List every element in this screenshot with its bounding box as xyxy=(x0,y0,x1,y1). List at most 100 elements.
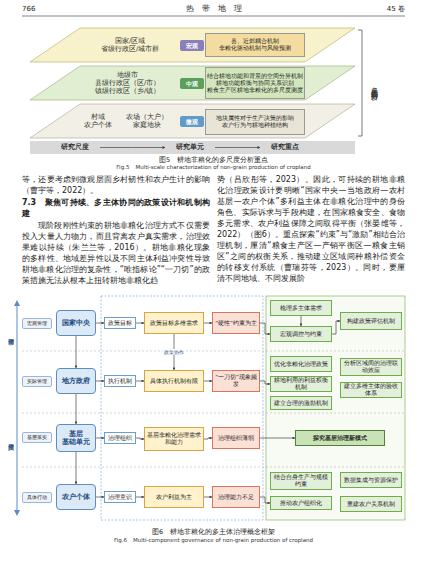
node-text: 宏观调控与约束 xyxy=(280,331,322,338)
actor-box: 农户个体 xyxy=(56,484,96,510)
node-text: 梳理多主体需求 xyxy=(280,305,322,312)
node-text: 多尺度的协同分析 xyxy=(370,82,377,90)
problem-box: “一刀切”现象频发 xyxy=(212,370,260,392)
node-text: 研究单元 xyxy=(176,144,204,151)
connector-arrow xyxy=(96,438,104,439)
node-text: 治理意识 xyxy=(108,494,132,501)
node-text: 宏观 xyxy=(186,42,198,49)
node-text: 粮食主产区耕地非粮化的多尺度测度 xyxy=(207,87,303,94)
node-text: 具体执行机制有限 xyxy=(150,378,198,385)
node-text: 结合自身生产与规模约束 xyxy=(272,474,330,488)
connector-arrow xyxy=(136,497,144,498)
row-divider xyxy=(22,467,405,468)
scale-units: 地级市县级行政区（区/市）镇级行政区（乡/镇） xyxy=(80,68,175,98)
bar-label: 研究重点 xyxy=(260,142,310,153)
role-tag: 基层落实 xyxy=(22,432,52,443)
node-text: 耕地功能权衡与协同关系识别 xyxy=(216,80,294,87)
connector-arrow xyxy=(204,497,212,498)
connector-arrow xyxy=(260,497,270,503)
node-text: 结合耕地功能和背景的空间分异机制 xyxy=(207,73,303,80)
body-text: 现阶段刚性约束的耕地非粮化治理方式不仅需要投入大量人力物力，而且背离农户真实需求… xyxy=(22,220,210,286)
need-box: 政策目标多维需求 xyxy=(144,312,204,334)
focus-box: 地块属性对于生产决策的影响农户行为与耕地种植结构 xyxy=(205,109,305,135)
connector-arrow xyxy=(96,381,104,382)
node-text: 国家/区域 xyxy=(115,37,145,45)
node-text: “一刀切”现象频发 xyxy=(214,374,258,388)
measure-box: 梳理多主体需求 xyxy=(270,300,332,316)
node-text: 县级行政区（区/市） xyxy=(95,79,160,87)
node-text: 治理组织 xyxy=(108,435,132,442)
node-text: 非粮化驱动机制与风险预测 xyxy=(219,45,291,52)
node-text: 农户个体 xyxy=(62,493,90,501)
bracket-label: 多尺度的协同分析 xyxy=(366,38,380,134)
arrow-head xyxy=(14,300,20,306)
node-text: 分析区域间的治理联动效应 xyxy=(342,360,400,374)
measure-box: 耕地利用的利益权衡机制 xyxy=(270,376,332,392)
node-text: 基层 xyxy=(69,430,83,438)
node-text: 具体行动 xyxy=(27,494,47,501)
measure-box: 宏观调控与约束 xyxy=(270,326,332,342)
connector-arrow xyxy=(260,323,270,334)
connector-arrow xyxy=(204,323,212,324)
need-box: 具体执行机制有限 xyxy=(144,370,204,392)
section-heading: 7.3 聚焦可持续、多主体协同的政策设计和机制构建 xyxy=(22,197,210,219)
scale-bracket xyxy=(358,30,362,136)
connector-arrow xyxy=(215,147,260,148)
body-text: 势（吕欣彤等，2023）。因此，可持续的耕地非粮化治理政策设计要明晰“国家中央—… xyxy=(217,174,405,284)
node-text: 建立合理的激励机制 xyxy=(274,400,328,407)
scale-tab: 中观 xyxy=(180,78,204,89)
measure-box: 建立多维主体的验收体系 xyxy=(340,382,402,398)
node-text: 政策目标 xyxy=(108,320,132,327)
aspect-box: 治理意识 xyxy=(104,491,136,503)
connector-arrow xyxy=(301,316,302,326)
problem-box: 治理能力不足 xyxy=(212,486,260,508)
node-text: 地方政府 xyxy=(62,377,90,385)
node-text: 实际管理 xyxy=(27,378,47,385)
node-text: 治理能力不足 xyxy=(218,494,254,501)
connector-arrow xyxy=(136,381,144,382)
node-text: 优化非粮化治理政策 xyxy=(274,361,328,368)
node-text: 研究重点 xyxy=(271,144,299,151)
actor-box: 基层基础单元 xyxy=(56,424,96,452)
connector-arrow xyxy=(332,321,340,334)
measure-box: 构建政策评估机制 xyxy=(340,312,402,330)
node-text: 村域 xyxy=(73,113,122,121)
measure-box: 结合自身生产与规模约束 xyxy=(270,472,332,490)
bar-label: 研究尺度 xyxy=(50,142,100,153)
role-tag: 宏观管理 xyxy=(22,318,52,329)
aspect-box: 治理组织 xyxy=(104,432,136,444)
connector-arrow xyxy=(136,438,144,439)
row-divider xyxy=(22,351,405,352)
node-text: 基层非粮化治理需求和能力 xyxy=(146,432,202,446)
page-number: 766 xyxy=(22,5,62,14)
bar-label: 研究单元 xyxy=(165,142,215,153)
node-text: 地块属性对于生产决策的影响 xyxy=(216,115,294,122)
node-text: 省级行政区/城市群 xyxy=(101,45,159,53)
node-text: “硬性”约束为主 xyxy=(215,320,257,327)
connector-arrow xyxy=(204,438,212,439)
connector-arrow xyxy=(96,497,104,498)
problem-box: “硬性”约束为主 xyxy=(212,312,260,334)
scale-tab: 微观 xyxy=(180,116,204,127)
node-text: 治理组织薄弱 xyxy=(218,435,254,442)
node-text: 探究基层治理新模式 xyxy=(313,435,367,442)
micro-plane xyxy=(30,104,355,138)
header-rule xyxy=(22,16,405,17)
measure-box: 建立合理的激励机制 xyxy=(270,396,332,410)
actor-box: 地方政府 xyxy=(56,368,96,394)
connector-arrow xyxy=(260,438,295,439)
connector-arrow xyxy=(100,147,165,148)
node-text: 国家中央 xyxy=(62,319,90,327)
measure-box: 重建农户关系机制 xyxy=(340,496,402,512)
node-text: 研究尺度 xyxy=(61,144,89,151)
node-text: 家庭地块 xyxy=(122,121,171,129)
node-text: 建立多维主体的验收体系 xyxy=(342,383,400,397)
role-tag: 实际管理 xyxy=(22,376,52,387)
node-text: 农户利益为主 xyxy=(156,494,192,501)
measure-box: 数据集成与资源保护 xyxy=(340,472,402,488)
scale-units: 村域农场（大户）农户个体家庭地块 xyxy=(72,108,172,134)
measure-box: 分析区域间的治理联动效应 xyxy=(340,358,402,376)
node-text: 重建农户关系机制 xyxy=(347,501,395,508)
connector-arrow xyxy=(76,452,77,484)
